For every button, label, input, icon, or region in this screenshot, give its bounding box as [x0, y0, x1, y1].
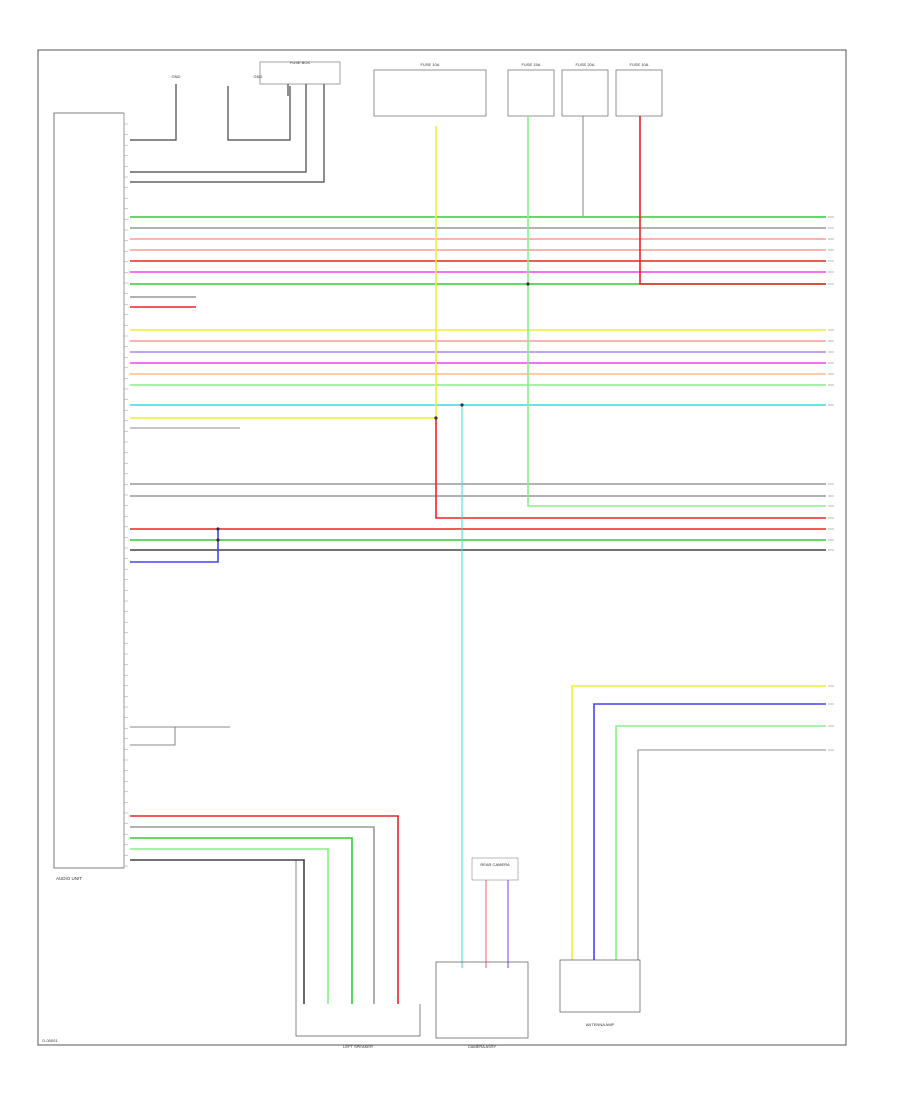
left-speaker-box — [295, 860, 421, 1037]
fuse-box-2-label: FUSE 15A — [522, 62, 541, 67]
left-speaker-label: LEFT SPEAKER — [343, 1044, 373, 1049]
camera-assy-label: CAMERA ASSY — [468, 1044, 497, 1049]
fuse-box-1 — [373, 69, 487, 117]
right-terminal-marks — [828, 216, 834, 751]
ground-label-1: GND — [172, 74, 181, 79]
top-left-wires — [130, 84, 325, 183]
rear-camera-label: REAR CAMERA — [480, 862, 510, 867]
fuse-box-4 — [615, 69, 663, 117]
audio-unit-pin-marks — [124, 123, 128, 867]
rear-camera-box — [471, 857, 519, 881]
camera-assy-box — [435, 961, 529, 1039]
audio-unit-label: AUDIO UNIT — [56, 876, 82, 881]
ground-label-2: GND — [254, 74, 263, 79]
connector-block-top — [259, 61, 341, 85]
harness-wires — [130, 116, 826, 1004]
fuse-box-3-label: FUSE 20A — [576, 62, 595, 67]
fuse-box-2 — [507, 69, 555, 117]
antenna-amp-box — [559, 959, 641, 1013]
antenna-amp-label: ANTENNA AMP — [586, 1022, 615, 1027]
diagram-frame — [37, 49, 847, 1046]
fuse-box-1-label: FUSE 10A — [421, 62, 440, 67]
fuse-box-3 — [561, 69, 609, 117]
footer-reference: G-00001 — [42, 1038, 58, 1043]
fuse-box-4-label: FUSE 10A — [630, 62, 649, 67]
junction-dots — [216, 282, 530, 542]
audio-unit-box — [53, 112, 124, 869]
fuse-box-label: FUSE BOX — [290, 60, 311, 65]
